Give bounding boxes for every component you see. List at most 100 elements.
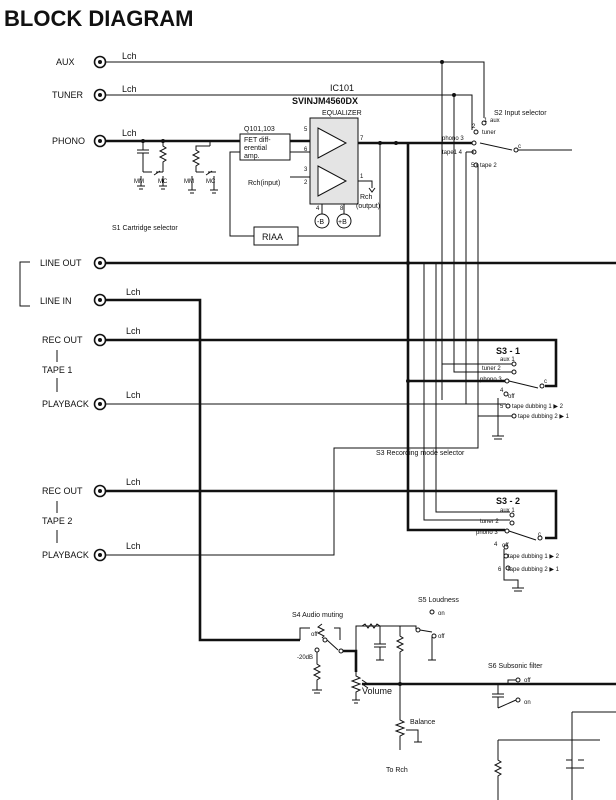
aux-lch-label: Lch (122, 51, 137, 61)
supply-neg-label: -B (317, 219, 324, 226)
s6-subsonic-switch[interactable] (497, 699, 517, 709)
svg-text:on: on (438, 611, 445, 617)
svg-text:phono 3: phono 3 (480, 377, 502, 383)
line-out-jack (93, 256, 107, 270)
tape2-label: TAPE 2 (42, 516, 72, 526)
aux-jack (93, 55, 107, 69)
phono-jack (93, 134, 107, 148)
svg-text:phono 3: phono 3 (476, 530, 498, 536)
svg-text:5: 5 (304, 127, 308, 133)
svg-text:6: 6 (498, 567, 502, 573)
svg-text:aux 1: aux 1 (500, 508, 515, 514)
cartridge-selector-label: S1 Cartridge selector (112, 225, 178, 232)
volume-pot (350, 672, 362, 704)
svg-text:c: c (518, 144, 521, 150)
svg-text:tape 2: tape 2 (480, 163, 497, 169)
fet-line2: erential (244, 145, 267, 152)
tape2-rec-lch-label: Lch (126, 477, 141, 487)
cart-mc-label-1: MC (158, 179, 168, 185)
tuner-jack (93, 88, 107, 102)
supply-neg (314, 213, 330, 229)
svg-text:3: 3 (304, 167, 308, 173)
tape1-play-lch-label: Lch (126, 390, 141, 400)
tape1-playback-label: PLAYBACK (42, 399, 89, 409)
svg-text:off: off (311, 632, 318, 638)
svg-text:tuner: tuner (482, 130, 496, 136)
tape2-rec-out-label: REC OUT (42, 486, 83, 496)
s3-1-recording-selector[interactable] (508, 380, 545, 389)
svg-text:tuner 2: tuner 2 (480, 519, 499, 525)
s4-audio-muting-switch[interactable] (326, 639, 344, 654)
line-loop-bracket (19, 261, 30, 307)
s5-label: S5 Loudness (418, 597, 459, 604)
ic-part-label: SVINJM4560DX (292, 96, 358, 106)
tape2-playback-jack (93, 548, 107, 562)
svg-text:5: 5 (500, 404, 504, 410)
svg-text:tape dubbing 1 ▶ 2: tape dubbing 1 ▶ 2 (512, 404, 564, 410)
volume-label: Volume (362, 686, 392, 696)
supply-pos (336, 213, 352, 229)
ic101-block (309, 117, 359, 205)
ic-ref-label: IC101 (330, 83, 354, 93)
fet-line1: FET diff- (244, 137, 271, 144)
riaa-network (253, 226, 299, 246)
svg-text:7: 7 (360, 136, 364, 142)
balance-pot (394, 684, 406, 750)
svg-text:c: c (544, 379, 547, 385)
ic-function-label: EQUALIZER (322, 110, 362, 117)
s3-label: S3 Recording mode selector (376, 450, 465, 457)
svg-text:4: 4 (316, 206, 320, 212)
opamp-left (317, 127, 348, 159)
svg-text:tape dubbing 2 ▶ 1: tape dubbing 2 ▶ 1 (508, 567, 560, 573)
phono-bus (406, 143, 505, 532)
svg-text:off: off (524, 678, 531, 684)
svg-text:off: off (502, 543, 509, 549)
phono-lch-label: Lch (122, 128, 137, 138)
s3-2-name: S3 - 2 (496, 496, 520, 506)
aux-bus (441, 62, 512, 365)
svg-text:2: 2 (472, 124, 476, 130)
svg-text:tape dubbing 1 ▶ 2: tape dubbing 1 ▶ 2 (508, 554, 560, 560)
svg-text:on: on (524, 700, 531, 706)
tape1-rec-out-label: REC OUT (42, 335, 83, 345)
aux-jack-label: AUX (56, 57, 75, 67)
svg-text:1: 1 (360, 174, 364, 180)
riaa-label: RIAA (262, 232, 283, 242)
line-out-label: LINE OUT (40, 258, 82, 268)
tuner-lch-label: Lch (122, 84, 137, 94)
svg-text:6: 6 (304, 147, 308, 153)
s3-2-recording-selector[interactable] (508, 530, 543, 541)
tape2-rec-wire (106, 489, 558, 540)
svg-text:1: 1 (484, 118, 488, 124)
svg-text:aux 1: aux 1 (500, 357, 515, 363)
s3-1-name: S3 - 1 (496, 346, 520, 356)
phono-jack-label: PHONO (52, 136, 85, 146)
fet-ref-label: Q101,103 (244, 126, 275, 133)
to-rch-label: To Rch (386, 767, 408, 774)
s2-input-selector[interactable] (479, 142, 519, 153)
tape2-rec-out-jack (93, 484, 107, 498)
supply-pos-label: +B (338, 219, 347, 226)
rch-output-label-2: (output) (356, 203, 380, 210)
cart-mm-label-2: MM (184, 179, 194, 185)
svg-text:2: 2 (304, 180, 308, 186)
svg-text:-20dB: -20dB (297, 655, 313, 661)
tape1-label: TAPE 1 (42, 365, 72, 375)
svg-text:4: 4 (494, 542, 498, 548)
tuner-jack-label: TUNER (52, 90, 83, 100)
tape2-play-lch-label: Lch (126, 541, 141, 551)
tape2-playback-label: PLAYBACK (42, 550, 89, 560)
tuner-wire (106, 94, 473, 130)
line-in-lch-label: Lch (126, 287, 141, 297)
fet-line3: amp. (244, 153, 260, 160)
cart-mm-label-1: MM (134, 179, 144, 185)
tape1-rec-lch-label: Lch (126, 326, 141, 336)
page-title: BLOCK DIAGRAM (4, 6, 193, 31)
rch-input-label: Rch(input) (248, 180, 280, 187)
svg-text:aux: aux (490, 118, 500, 124)
s5-loudness-switch[interactable] (415, 627, 433, 633)
line-in-jack (93, 293, 107, 307)
opamp-right (317, 165, 348, 197)
balance-label: Balance (410, 719, 435, 726)
